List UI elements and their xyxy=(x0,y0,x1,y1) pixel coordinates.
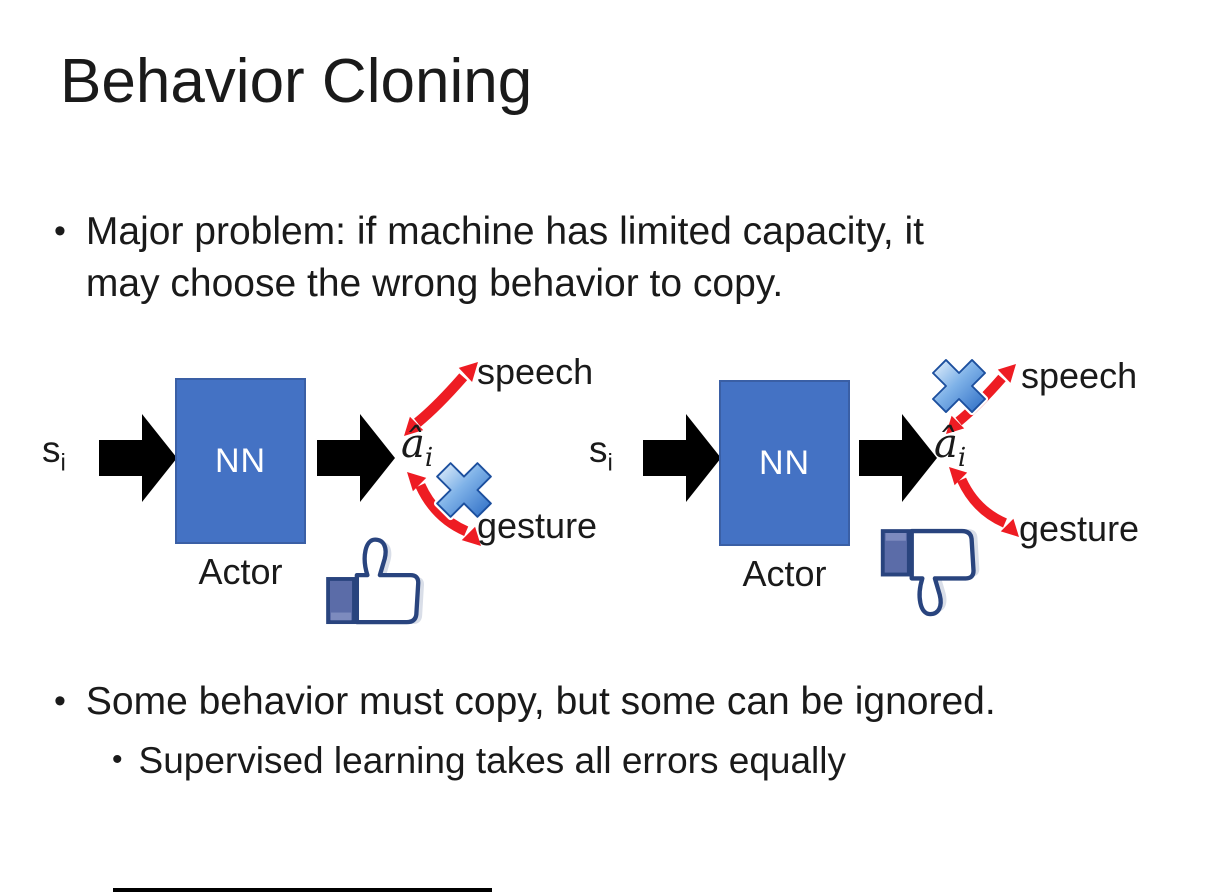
bullet-text-line: Major problem: if machine has limited ca… xyxy=(85,210,925,253)
predicted-action-label: âi xyxy=(934,421,967,473)
nn-box: NN xyxy=(719,380,850,546)
gesture-arrow-icon xyxy=(407,472,481,546)
actor-label: Actor xyxy=(742,553,827,594)
bottom-cropped-line xyxy=(113,888,492,892)
gesture-label: gesture xyxy=(1019,508,1140,549)
speech-label: speech xyxy=(477,351,594,392)
bullet-marker: • xyxy=(54,212,66,250)
gesture-label: gesture xyxy=(477,505,598,546)
slide-title: Behavior Cloning xyxy=(60,47,533,116)
bullet-supervised-learning: • Supervised learning takes all errors e… xyxy=(112,737,846,785)
bullet-text-line: may choose the wrong behavior to copy. xyxy=(85,262,784,306)
bullet-some-behavior: • Some behavior must copy, but some can … xyxy=(54,676,996,728)
speech-label: speech xyxy=(1021,355,1138,396)
bullet-marker: • xyxy=(112,743,123,776)
thumbs-down-icon xyxy=(880,528,980,617)
speech-arrow-icon xyxy=(404,362,478,436)
output-arrow-icon xyxy=(317,414,395,502)
bullet-text-line: Some behavior must copy, but some can be… xyxy=(85,680,996,723)
nn-box: NN xyxy=(175,378,306,544)
input-state-label: si xyxy=(589,429,613,477)
predicted-action-label: âi xyxy=(401,421,434,473)
cross-icon xyxy=(433,459,495,521)
nn-label: NN xyxy=(758,443,811,482)
bullet-major-problem: • Major problem: if machine has limited … xyxy=(54,206,924,311)
cross-icon xyxy=(929,356,989,416)
output-arrow-icon xyxy=(859,414,937,502)
input-arrow-icon xyxy=(643,414,721,502)
actor-label: Actor xyxy=(198,551,283,592)
gesture-arrow-icon xyxy=(949,467,1019,537)
input-arrow-icon xyxy=(99,414,177,502)
input-state-label: si xyxy=(42,429,66,477)
bullet-marker: • xyxy=(54,682,66,720)
thumbs-up-icon xyxy=(326,537,424,625)
nn-label: NN xyxy=(214,441,267,480)
bullet-text-line: Supervised learning takes all errors equ… xyxy=(138,740,846,781)
